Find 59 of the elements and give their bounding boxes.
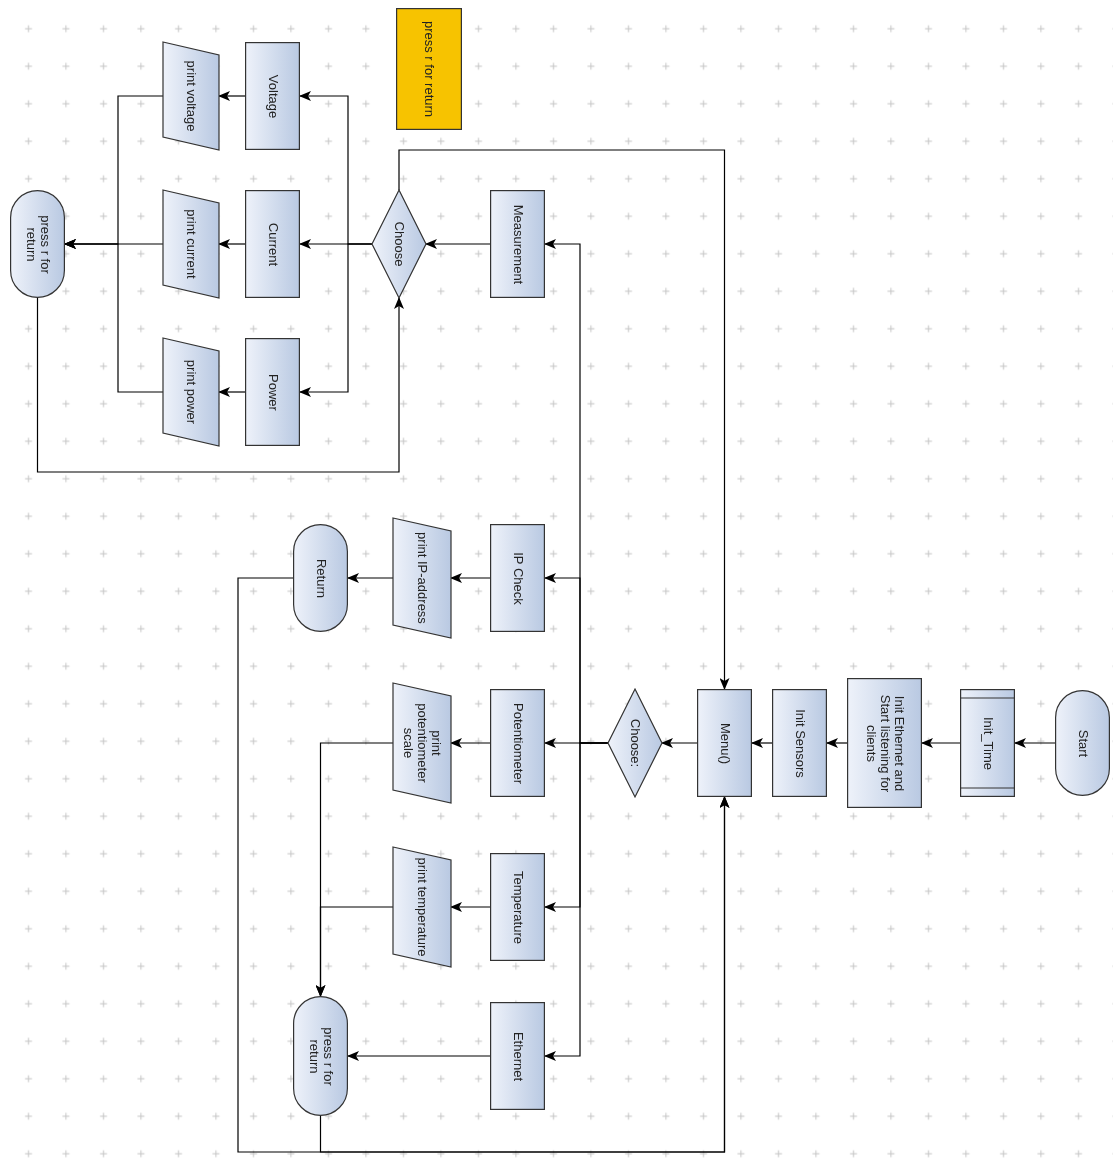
box-label: print voltage — [184, 60, 198, 132]
arrow — [36, 297, 404, 473]
box-label: press r for return — [306, 1025, 335, 1088]
process-box — [245, 42, 300, 150]
terminator-shape — [293, 996, 348, 1116]
box-label: print potentiometer scale — [401, 702, 443, 785]
process-box — [245, 190, 300, 298]
box-label: Ethernet — [510, 1031, 525, 1081]
process-box — [490, 190, 545, 298]
decision-diamond — [372, 190, 426, 298]
arrow — [921, 738, 961, 748]
process-box — [490, 853, 545, 961]
arrow — [425, 239, 491, 249]
process-box — [847, 678, 922, 808]
box-label: press r for return — [422, 20, 436, 118]
arrow — [319, 796, 730, 1153]
box-label: print IP-address — [415, 532, 429, 624]
box-label: Init_Time — [980, 716, 995, 770]
arrow — [751, 738, 773, 748]
arrow — [64, 239, 164, 393]
arrow — [826, 738, 848, 748]
arrow — [1014, 738, 1056, 748]
arrow — [299, 243, 373, 397]
box-label: Measurement — [510, 204, 525, 284]
box-label: Init Sensors — [792, 708, 807, 778]
box-label: Return — [313, 558, 328, 598]
box-label: press r for return — [23, 213, 52, 276]
decision-diamond — [608, 689, 662, 797]
box-label: print current — [184, 209, 198, 279]
box-label: Voltage — [265, 74, 280, 118]
process-box — [772, 689, 827, 797]
arrow — [398, 149, 730, 690]
terminator-shape — [293, 524, 348, 632]
process-box — [245, 338, 300, 446]
arrow — [544, 239, 609, 744]
arrow — [347, 573, 394, 583]
box-label: Current — [265, 222, 280, 266]
note-box — [396, 8, 462, 130]
arrow — [347, 1051, 491, 1061]
box-label: Choose: — [628, 718, 642, 768]
box-label: Potentiometer — [510, 702, 525, 784]
terminator-shape — [1055, 690, 1110, 796]
process-box — [697, 689, 752, 797]
box-label: Choose — [392, 221, 406, 267]
box-label: Start — [1075, 729, 1090, 757]
process-box — [490, 524, 545, 632]
box-label: print power — [184, 359, 198, 425]
process-box — [490, 1002, 545, 1110]
process-box — [490, 689, 545, 797]
box-label: IP Check — [510, 551, 525, 605]
box-label: Temperature — [510, 870, 525, 944]
terminator-shape — [10, 190, 65, 298]
predefined-process-box — [960, 689, 1015, 797]
box-label: Power — [265, 373, 280, 411]
arrow — [661, 738, 698, 748]
box-label: Menu() — [717, 722, 732, 764]
box-label: Init Ethernet and Start listening for clients — [863, 693, 906, 794]
arrow — [315, 906, 394, 997]
box-label: print temperature — [415, 857, 429, 957]
